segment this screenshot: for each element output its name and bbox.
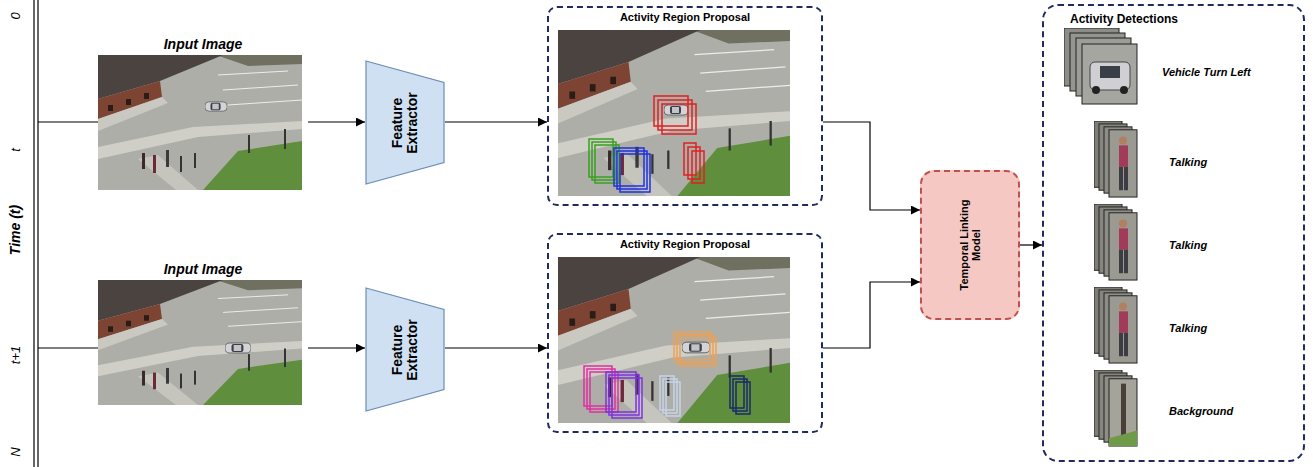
extractor-trapezoid: Feature Extractor bbox=[365, 287, 445, 412]
detection-thumbnails bbox=[1064, 28, 1137, 446]
linking-box: Temporal Linking Model bbox=[920, 170, 1020, 320]
detection-item: Talking bbox=[1094, 121, 1299, 203]
time-label: t+1 bbox=[8, 346, 23, 364]
activity-label: Background bbox=[1169, 405, 1233, 417]
region-boxes bbox=[584, 96, 750, 418]
activity-label: Talking bbox=[1169, 239, 1207, 251]
time-label: N bbox=[8, 447, 23, 456]
proposal-box: Activity Region Proposal bbox=[547, 6, 823, 206]
time-label: 0 bbox=[8, 12, 23, 19]
input-photo bbox=[98, 55, 302, 405]
image-panel: Input Image bbox=[98, 261, 308, 405]
detection-item: Talking bbox=[1094, 287, 1299, 369]
extractor-trapezoid: Feature Extractor bbox=[365, 60, 445, 185]
image-heading: Input Image bbox=[98, 261, 308, 277]
flow-arrow bbox=[308, 121, 365, 122]
flow-arrow bbox=[445, 347, 547, 348]
proposal-photo bbox=[558, 30, 790, 423]
flow-arrow bbox=[823, 282, 920, 348]
flow-arrow bbox=[1020, 244, 1042, 245]
time-label: t bbox=[8, 148, 23, 152]
extractor-label: Feature Extractor bbox=[390, 305, 421, 395]
detection-item: Talking bbox=[1094, 204, 1299, 286]
extractor-label: Feature Extractor bbox=[390, 78, 421, 168]
proposal-heading: Activity Region Proposal bbox=[549, 11, 821, 23]
flow-arrow bbox=[308, 347, 365, 348]
image-heading: Input Image bbox=[98, 36, 308, 52]
proposal-box: Activity Region Proposal bbox=[547, 233, 823, 433]
time-axis bbox=[34, 0, 98, 467]
detection-item: Background bbox=[1094, 370, 1299, 452]
activity-label: Talking bbox=[1169, 322, 1207, 334]
detections-box: Activity DetectionsVehicle Turn LeftTalk… bbox=[1042, 4, 1305, 462]
image-panel: Input Image bbox=[98, 36, 308, 190]
activity-label: Vehicle Turn Left bbox=[1162, 66, 1251, 78]
detection-item: Vehicle Turn Left bbox=[1064, 28, 1299, 116]
linking-label: Temporal Linking Model bbox=[958, 185, 982, 305]
flow-arrow bbox=[823, 122, 920, 210]
activity-label: Talking bbox=[1169, 156, 1207, 168]
proposal-heading: Activity Region Proposal bbox=[549, 238, 821, 250]
detections-heading: Activity Detections bbox=[1070, 12, 1178, 26]
time-label: Time (t) bbox=[7, 205, 23, 255]
flow-arrow bbox=[445, 121, 547, 122]
